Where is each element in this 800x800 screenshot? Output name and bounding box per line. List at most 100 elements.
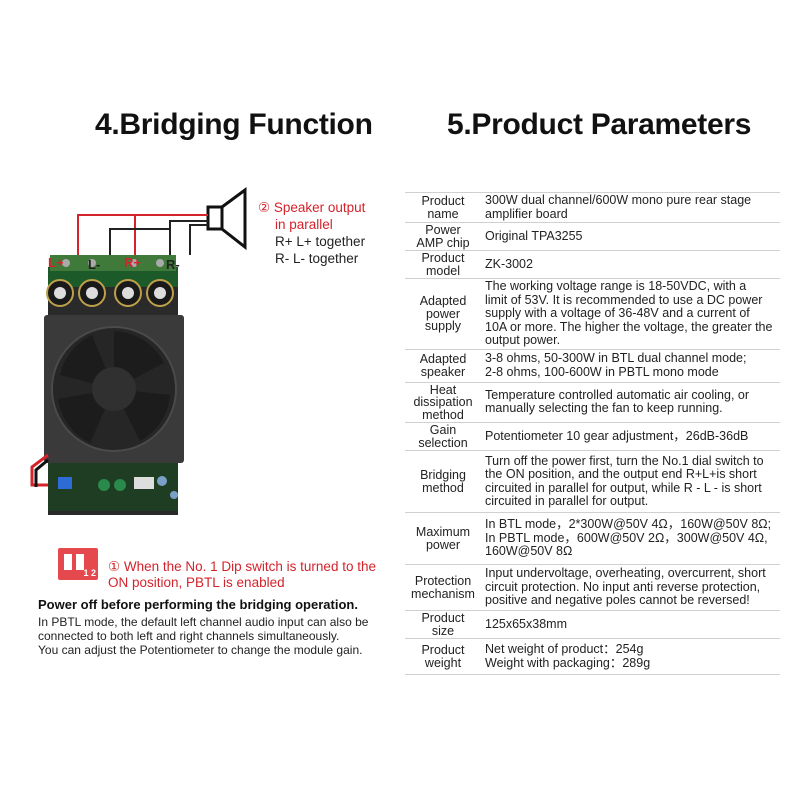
parameter-label-line: selection — [418, 435, 468, 450]
parameter-value: ZK-3002 — [481, 250, 780, 279]
parameter-value-line: output power. — [485, 333, 561, 347]
parameter-value-line: In PBTL mode，600W@50V 2Ω，300W@50V 4Ω, — [485, 530, 768, 545]
parameter-value-line: Input undervoltage, overheating, overcur… — [485, 566, 766, 581]
bridging-notes: Power off before performing the bridging… — [38, 597, 398, 657]
parameter-value-line: In BTL mode，2*300W@50V 4Ω，160W@50V 8Ω; — [485, 517, 772, 532]
dip-switch-annotation: ① When the No. 1 Dip switch is turned to… — [108, 559, 376, 591]
terminal-label-r-plus: R+ — [124, 255, 141, 270]
product-parameters-heading: 5.Product Parameters — [447, 108, 752, 141]
parameter-label-line: power — [425, 306, 461, 321]
fan-icon — [51, 326, 177, 452]
capacitors — [46, 279, 174, 307]
bridging-diagram: L+ L- R+ R- ② Speaker output in parallel… — [30, 185, 400, 525]
speaker-annotation-negative: R- L- together — [275, 251, 359, 266]
parameter-value-line: 300W dual channel/600W mono pure rear st… — [485, 193, 752, 207]
parameter-label-line: AMP chip — [416, 235, 470, 250]
parameter-value: In BTL mode，2*300W@50V 4Ω，160W@50V 8Ω;In… — [481, 512, 780, 565]
parameter-label-line: Product — [421, 611, 465, 625]
parameter-value-line: circuited in parallel for output. — [485, 494, 649, 508]
parameter-label-line: Gain — [429, 423, 457, 437]
parameter-value-line: amplifier board — [485, 206, 568, 221]
parameter-value: The working voltage range is 18-50VDC, w… — [481, 278, 780, 349]
parameter-value: Temperature controlled automatic air coo… — [481, 381, 780, 423]
parameter-label-line: model — [425, 263, 461, 278]
parameter-value-line: circuited in parallel for output, while … — [485, 480, 762, 495]
note-line: You can adjust the Potentiometer to chan… — [38, 643, 363, 657]
parameter-value-line: limit of 53V. It is recommended to use a… — [485, 292, 763, 307]
parameter-label-line: method — [422, 407, 464, 422]
parameter-value-line: 10A or more. The higher the voltage, the… — [485, 319, 773, 334]
parameter-value-line: Turn off the power first, turn the No.1 … — [485, 453, 764, 468]
speaker-wires — [77, 214, 208, 255]
parameter-label-line: Adapted — [419, 352, 467, 366]
parameter-label-line: Maximum — [415, 525, 471, 539]
parameter-label-line: power — [425, 537, 461, 552]
parameter-value-line: Net weight of product：254g — [485, 642, 644, 656]
parameter-value-line: 3-8 ohms, 50-300W in BTL dual channel mo… — [485, 351, 747, 365]
terminal-label-r-minus: R- — [166, 257, 180, 272]
parameter-value: 3-8 ohms, 50-300W in BTL dual channel mo… — [481, 348, 780, 382]
parameter-label-line: Product — [421, 194, 465, 208]
terminal-label-l-plus: L+ — [48, 255, 64, 270]
parameter-label-line: speaker — [420, 364, 466, 379]
parameter-label-line: Bridging — [420, 468, 466, 482]
note-line: connected to both left and right channel… — [38, 629, 340, 643]
parameter-label-line: weight — [424, 655, 462, 670]
terminal-label-l-minus: L- — [88, 257, 101, 272]
parameter-value-line: the ON position, and the output end R+L+… — [485, 467, 757, 481]
parameter-label-line: dissipation — [413, 395, 473, 409]
power-off-warning: Power off before performing the bridging… — [38, 597, 358, 612]
dip-switch-icon: 1 2 — [58, 548, 98, 580]
parameter-value-line: Weight with packaging：289g — [485, 655, 651, 670]
speaker-annotation-title: ② Speaker output — [258, 200, 366, 215]
dip-annotation-line-1: ① When the No. 1 Dip switch is turned to… — [108, 559, 376, 574]
parameter-value-line: supply with a voltage of 36-48V and a cu… — [485, 306, 750, 320]
parameter-label-line: Protection — [414, 574, 472, 588]
parameter-value-line: ZK-3002 — [485, 256, 533, 271]
parameter-value-line: positive and negative poles cannot be re… — [485, 593, 750, 608]
parameter-label-line: Heat — [429, 382, 457, 397]
parameter-value-line: Original TPA3255 — [485, 228, 583, 243]
parameter-label-line: mechanism — [411, 586, 475, 601]
bridging-function-heading: 4.Bridging Function — [95, 108, 373, 141]
parameter-label-line: Product — [421, 251, 465, 265]
parameter-value: 300W dual channel/600W mono pure rear st… — [481, 192, 780, 223]
parameter-value: Potentiometer 10 gear adjustment，26dB-36… — [481, 422, 780, 451]
parameter-value-line: 125x65x38mm — [485, 616, 567, 631]
parameter-label-line: method — [422, 480, 464, 495]
parameter-value-line: 160W@50V 8Ω — [485, 544, 573, 559]
parameter-value-line: Temperature controlled automatic air coo… — [485, 387, 750, 402]
parameter-value-line: The working voltage range is 18-50VDC, w… — [485, 279, 747, 293]
speaker-annotation-positive: R+ L+ together — [275, 234, 366, 249]
parameter-value-line: circuit protection. No input anti revers… — [485, 579, 761, 594]
parameter-value: Input undervoltage, overheating, overcur… — [481, 564, 780, 611]
speaker-icon — [206, 187, 247, 251]
dip-annotation-line-2: ON position, PBTL is enabled — [108, 575, 285, 590]
parameter-label-line: Adapted — [419, 294, 467, 308]
parameter-label-line: Power — [425, 223, 461, 237]
amplifier-board-illustration — [30, 187, 247, 515]
